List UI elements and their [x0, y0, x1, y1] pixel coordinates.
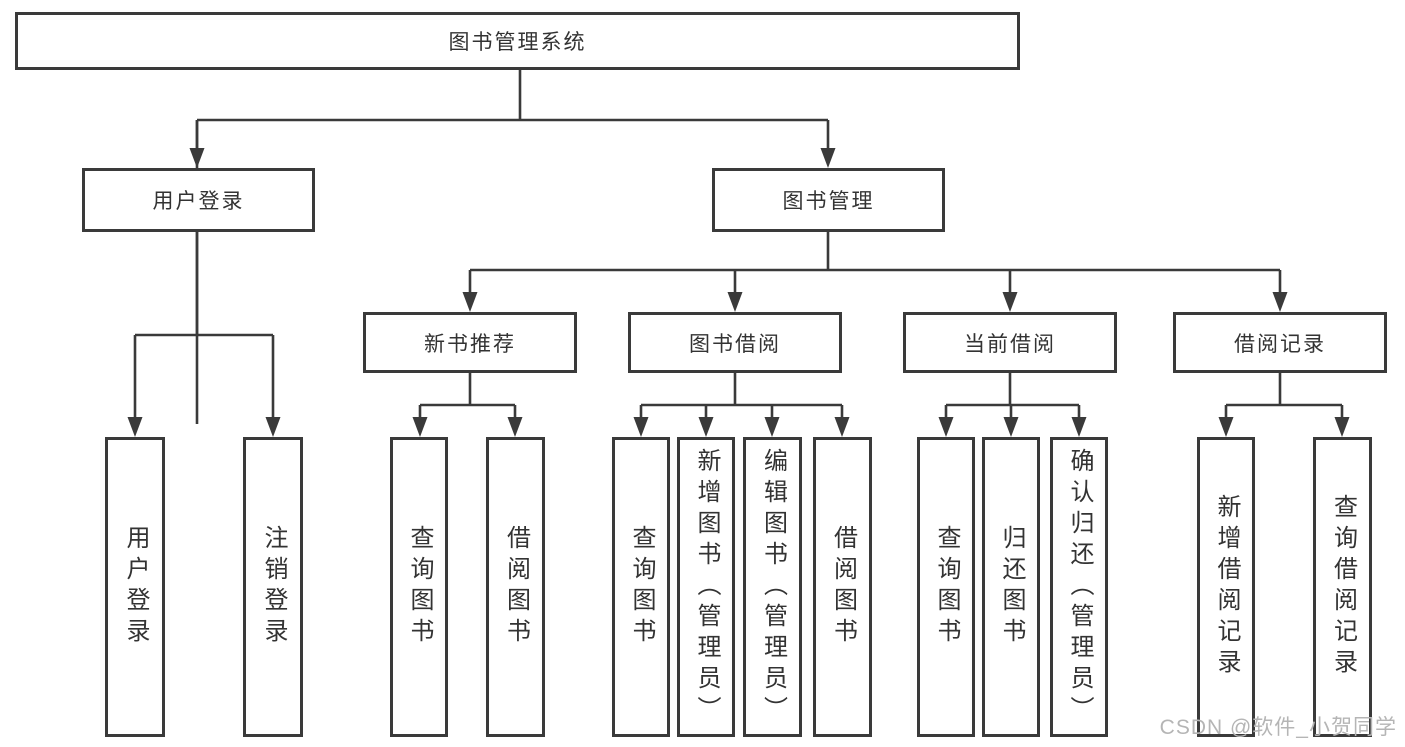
connector-current-borrow-branch	[944, 373, 1081, 423]
node-user-login: 用户登录	[82, 168, 315, 232]
connector-book-borrow-branch	[639, 373, 844, 423]
arrowheads-level2	[189, 148, 836, 168]
connector-root-branch	[195, 70, 830, 424]
leaf-new-books-query-label: 查询图书	[406, 525, 433, 649]
leaf-records-add: 新增借阅记录	[1197, 437, 1255, 737]
leaf-user-login: 用户登录	[105, 437, 165, 737]
leaf-borrow-add-label: 新增图书（管理员）	[693, 447, 720, 727]
leaf-new-books-query: 查询图书	[390, 437, 448, 737]
connector-borrow-records-branch	[1224, 373, 1344, 423]
leaf-borrow-book: 借阅图书	[813, 437, 872, 737]
node-user-login-label: 用户登录	[152, 190, 245, 213]
leaf-current-confirm-return-label: 确认归还（管理员）	[1066, 447, 1093, 727]
node-borrow-records-label: 借阅记录	[1234, 332, 1326, 356]
leaf-current-return: 归还图书	[982, 437, 1040, 737]
node-root-label: 图书管理系统	[448, 31, 587, 54]
leaf-borrow-query: 查询图书	[612, 437, 670, 737]
leaf-borrow-edit-label: 编辑图书（管理员）	[759, 447, 787, 727]
leaf-current-return-label: 归还图书	[998, 525, 1025, 649]
node-book-mgmt-label: 图书管理	[782, 190, 875, 213]
node-new-books-label: 新书推荐	[424, 332, 516, 356]
node-book-borrow: 图书借阅	[628, 312, 842, 373]
node-new-books: 新书推荐	[363, 312, 577, 373]
connector-user-login-branch	[133, 232, 275, 423]
node-borrow-records: 借阅记录	[1173, 312, 1387, 373]
arrowheads-new-books	[412, 417, 523, 437]
leaf-logout-label: 注销登录	[260, 525, 287, 649]
leaf-current-query: 查询图书	[917, 437, 975, 737]
leaf-logout: 注销登录	[243, 437, 303, 737]
arrowheads-book-borrow	[633, 417, 850, 437]
node-current-borrow-label: 当前借阅	[964, 332, 1056, 356]
connector-book-mgmt-branch	[468, 232, 1282, 298]
leaf-new-books-borrow: 借阅图书	[486, 437, 545, 737]
leaf-current-query-label: 查询图书	[933, 525, 960, 649]
arrowheads-borrow-records	[1218, 417, 1350, 437]
leaf-records-query-label: 查询借阅记录	[1329, 494, 1357, 680]
connector-new-books-branch	[418, 373, 517, 423]
leaf-user-login-label: 用户登录	[122, 525, 149, 649]
csdn-watermark: CSDN @软件_小贺同学	[1159, 716, 1397, 739]
leaf-records-query: 查询借阅记录	[1313, 437, 1372, 737]
arrowheads-current-borrow	[938, 417, 1087, 437]
leaf-borrow-book-label: 借阅图书	[829, 525, 857, 649]
leaf-records-add-label: 新增借阅记录	[1213, 494, 1240, 680]
arrowheads-level3	[462, 292, 1288, 312]
arrowheads-user-login	[127, 417, 281, 437]
leaf-current-confirm-return: 确认归还（管理员）	[1050, 437, 1108, 737]
node-current-borrow: 当前借阅	[903, 312, 1117, 373]
node-book-mgmt: 图书管理	[712, 168, 945, 232]
leaf-borrow-add: 新增图书（管理员）	[677, 437, 735, 737]
node-book-borrow-label: 图书借阅	[689, 332, 781, 356]
leaf-new-books-borrow-label: 借阅图书	[502, 525, 530, 649]
leaf-borrow-edit: 编辑图书（管理员）	[743, 437, 802, 737]
leaf-borrow-query-label: 查询图书	[628, 525, 655, 649]
node-root: 图书管理系统	[15, 12, 1020, 70]
